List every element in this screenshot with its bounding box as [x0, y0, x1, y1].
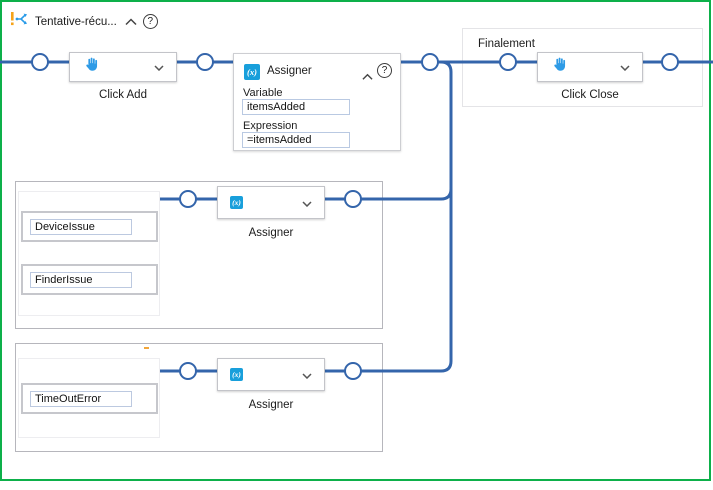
catch-block-1-exception-panel [18, 191, 160, 316]
warning-mark [144, 347, 149, 349]
trycatch-icon [9, 10, 29, 33]
assign-glyph: (x) [232, 370, 241, 379]
connector-node [196, 53, 214, 71]
assign-icon: (x) [244, 64, 260, 80]
variable-input[interactable] [242, 99, 350, 115]
exception-type-box[interactable] [21, 383, 158, 414]
connector-node [31, 53, 49, 71]
exception-type-input[interactable] [30, 391, 132, 407]
variable-label: Variable [243, 87, 283, 99]
catch1-assign-label: Assigner [248, 227, 294, 239]
assign-glyph: (x) [232, 198, 241, 207]
assign-icon: (x) [230, 368, 243, 381]
exception-type-box[interactable] [21, 264, 158, 295]
click-add-activity[interactable] [69, 52, 177, 82]
connector-node [179, 190, 197, 208]
connector-node [421, 53, 439, 71]
help-glyph: ? [381, 65, 388, 76]
chevron-down-icon[interactable] [302, 366, 312, 384]
click-close-label: Click Close [561, 89, 619, 101]
chevron-down-icon[interactable] [154, 58, 164, 76]
help-icon[interactable]: ? [377, 63, 392, 78]
hand-icon [82, 56, 99, 78]
click-add-label: Click Add [99, 89, 147, 101]
finally-label: Finalement [478, 38, 535, 50]
connector-node [344, 362, 362, 380]
help-glyph: ? [147, 16, 154, 27]
help-icon[interactable]: ? [142, 14, 158, 29]
activity-title: Tentative-récu... [35, 15, 117, 28]
exception-type-input[interactable] [30, 219, 132, 235]
selection-frame [0, 0, 711, 481]
chevron-down-icon[interactable] [620, 58, 630, 76]
catch2-assign-activity[interactable]: (x) [217, 358, 325, 391]
finally-container [462, 28, 703, 107]
connector-node [499, 53, 517, 71]
assign-title: Assigner [267, 65, 312, 77]
click-close-activity[interactable] [537, 52, 643, 82]
expression-input[interactable] [242, 132, 350, 148]
connector-node [344, 190, 362, 208]
collapse-chevron-up-icon[interactable] [362, 68, 373, 86]
connector-node [179, 362, 197, 380]
assign-activity-expanded[interactable]: (x) Assigner ? Variable Expression [233, 53, 401, 151]
catch1-assign-activity[interactable]: (x) [217, 186, 325, 219]
collapse-chevron-up-icon[interactable] [125, 13, 137, 31]
chevron-down-icon[interactable] [302, 194, 312, 212]
assign-glyph: (x) [247, 67, 257, 77]
catch2-assign-label: Assigner [248, 399, 294, 411]
assign-icon: (x) [230, 196, 243, 209]
exception-type-input[interactable] [30, 272, 132, 288]
connector-node [661, 53, 679, 71]
exception-type-box[interactable] [21, 211, 158, 242]
expression-label: Expression [243, 120, 298, 132]
hand-icon [550, 56, 567, 78]
